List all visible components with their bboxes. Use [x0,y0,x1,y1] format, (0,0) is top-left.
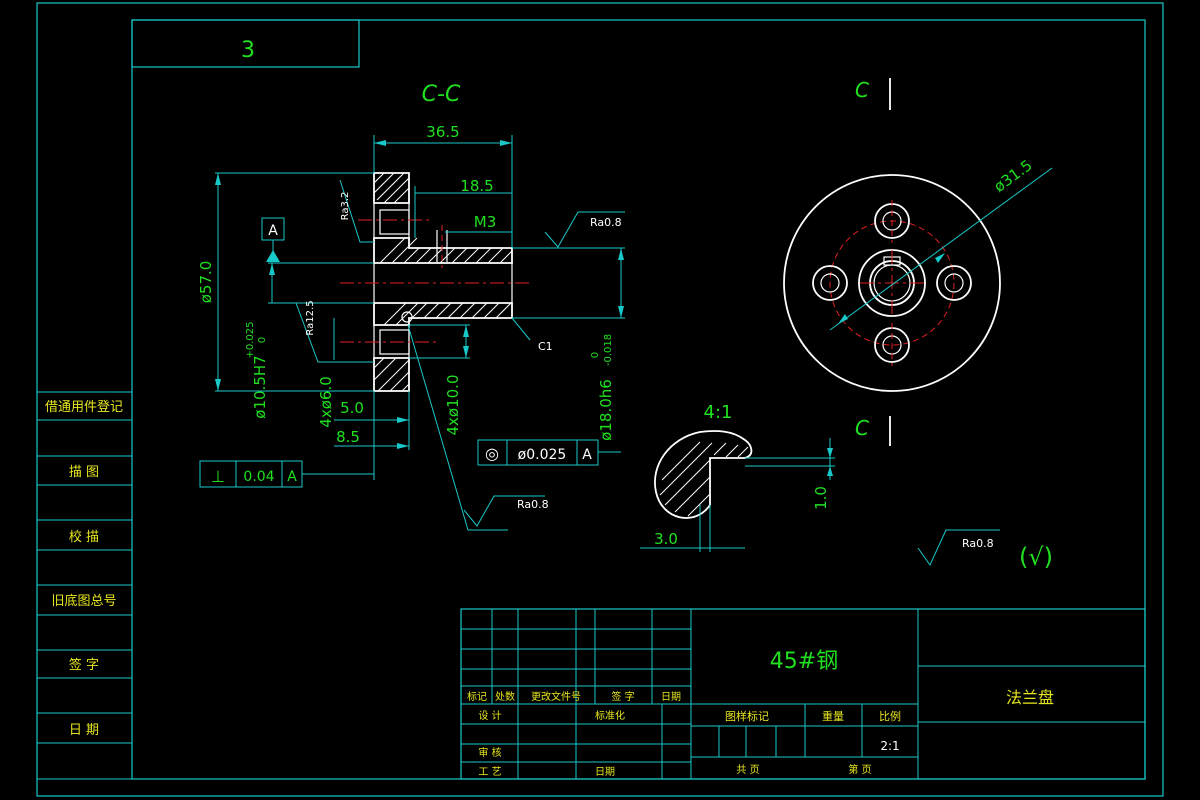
left-strip-label: 描 图 [69,465,99,480]
process-label: 工 艺 [478,766,501,778]
roughness-r1: Ra3.2 [340,192,351,221]
dim-pcd: ø31.5 [991,156,1036,196]
dim-detail-w: 3.0 [654,530,678,548]
section-marker-top: C [855,78,869,102]
section-label: C-C [422,82,461,107]
dim-shaft-tol-lower: -0.018 [603,334,614,366]
hatch-flange-mid [373,237,513,264]
gdt-conc-value: ø0.025 [518,447,567,463]
gdt-perpendicularity [199,460,374,488]
dim-chamfer: C1 [538,340,553,353]
dim-depth-a: 5.0 [340,399,364,417]
standardize-label: 标准化 [595,709,625,722]
dim-length-partial: 18.5 [460,177,493,195]
gdt-perp-symbol: ⊥ [211,467,225,486]
title-block [460,608,1146,780]
general-roughness [917,529,1000,566]
dim-thread: M3 [474,213,497,231]
left-strip-label: 签 字 [69,657,99,673]
roughness-general-mark: (√) [1019,543,1053,571]
dim-bore-tol-lower: 0 [257,337,268,343]
scale-value: 2:1 [880,739,899,753]
dim-bore-tol-upper: +0.025 [245,321,256,358]
hatch-flange-top [373,172,410,204]
section-marker-bottom: C [855,416,869,440]
gdt-perp-datum: A [287,469,297,485]
page-label: 第 页 [848,763,871,776]
gdt-concentricity [477,439,621,466]
rev-header: 处数 [495,690,515,703]
dim-outer-dia: ø57.0 [197,261,215,304]
left-strip-label: 日 期 [69,723,99,738]
datum-a-label: A [268,223,278,239]
rev-header: 日期 [661,691,681,703]
dim-bore-dia: ø10.5H7 [251,355,269,418]
weight-label: 重量 [822,709,844,723]
scale-label: 比例 [879,709,901,723]
roughness-r3: Ra0.8 [590,216,622,229]
roughness-r4: Ra0.8 [517,498,549,511]
section-dimensions [215,135,625,531]
left-strip-label: 校 描 [69,529,99,545]
dim-length-total: 36.5 [426,123,459,141]
dim-shaft-dia: ø18.0h6 [597,379,615,441]
rev-header: 更改文件号 [531,690,581,703]
detail-view [640,430,835,552]
material: 45#钢 [770,649,838,674]
dim-depth-b: 8.5 [336,428,360,446]
roughness-general-value: Ra0.8 [962,537,994,550]
left-strip-label: 借通用件登记 [45,400,123,415]
drawing-number: 3 [241,38,255,63]
stage-mark-label: 图样标记 [725,709,769,723]
roughness-r2: Ra12.5 [305,300,316,335]
dim-shaft-tol-upper: 0 [590,352,601,358]
total-pages-label: 共 页 [736,764,759,776]
left-strip-label: 旧底图总号 [51,593,116,609]
gdt-conc-datum: A [582,447,592,463]
hatch-flange-low [373,302,513,326]
date-label: 日期 [595,766,615,778]
datum-a [261,217,285,262]
rev-header: 标记 [467,691,487,703]
dim-holes-large: 4xø10.0 [444,375,462,436]
hatch-flange-bottom [373,357,410,392]
review-label: 审 核 [478,746,501,759]
left-strip [36,391,133,780]
part-name: 法兰盘 [1006,688,1054,707]
gdt-perp-value: 0.04 [243,469,274,485]
rev-header: 签 字 [611,690,634,703]
dim-holes-small: 4xø6.0 [317,376,335,427]
design-label: 设 计 [478,709,501,722]
gdt-conc-symbol: ◎ [485,444,499,463]
front-view [783,78,1053,446]
detail-scale: 4:1 [704,402,733,423]
dim-detail-h: 1.0 [812,486,830,510]
